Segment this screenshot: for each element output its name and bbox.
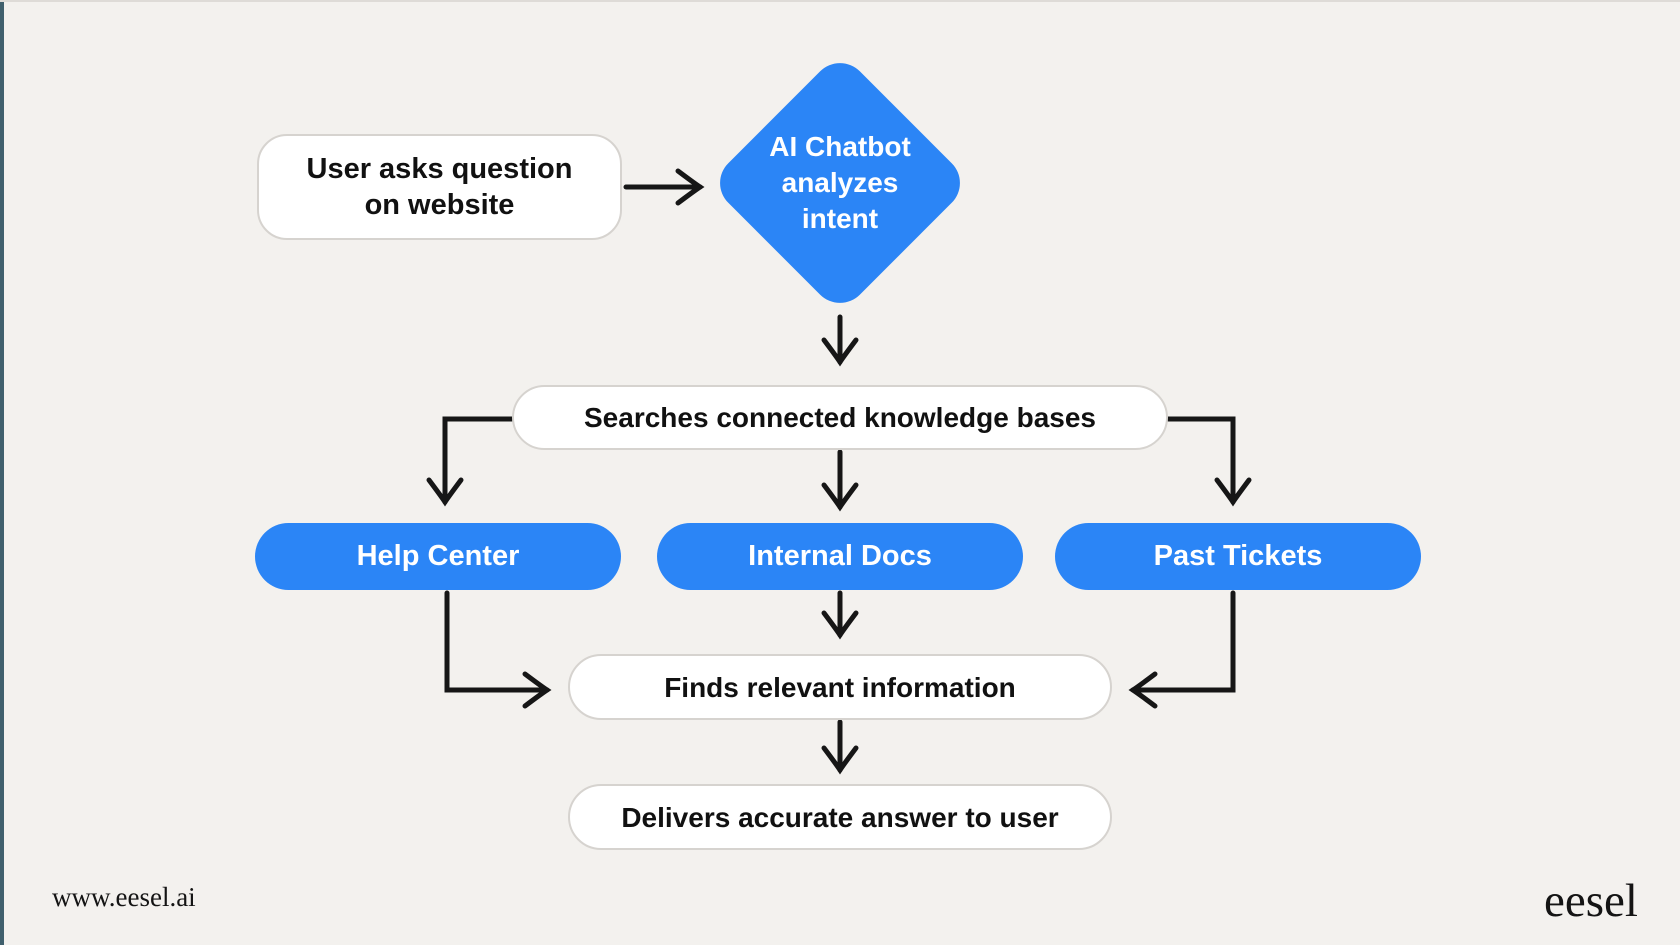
edge-pasttickets-to-finds	[1128, 590, 1236, 709]
node-internal-docs-label: Internal Docs	[748, 540, 932, 573]
node-delivers-answer: Delivers accurate answer to user	[568, 784, 1112, 850]
eesel-logo: eesel	[1544, 875, 1638, 927]
edge-search-to-helpcenter	[426, 416, 515, 507]
node-help-center: Help Center	[255, 523, 621, 590]
edge-helpcenter-to-finds	[444, 590, 552, 709]
node-user-question: User asks question on website	[257, 134, 622, 240]
node-past-tickets: Past Tickets	[1055, 523, 1421, 590]
node-finds-information: Finds relevant information	[568, 654, 1112, 720]
node-past-tickets-label: Past Tickets	[1153, 540, 1323, 573]
website-url: www.eesel.ai	[52, 882, 196, 912]
node-search-knowledge-bases-label: Searches connected knowledge bases	[584, 402, 1096, 433]
node-ai-chatbot-label: AI Chatbot analyzes intent	[769, 131, 911, 234]
node-search-knowledge-bases: Searches connected knowledge bases	[512, 385, 1168, 450]
node-help-center-label: Help Center	[356, 540, 520, 573]
node-user-question-label: User asks question on website	[306, 152, 573, 221]
node-delivers-answer-label: Delivers accurate answer to user	[621, 801, 1059, 833]
left-edge-accent-bar	[0, 2, 4, 945]
node-finds-information-label: Finds relevant information	[664, 671, 1016, 703]
edge-search-to-pasttickets	[1165, 416, 1252, 507]
node-internal-docs: Internal Docs	[657, 523, 1023, 590]
